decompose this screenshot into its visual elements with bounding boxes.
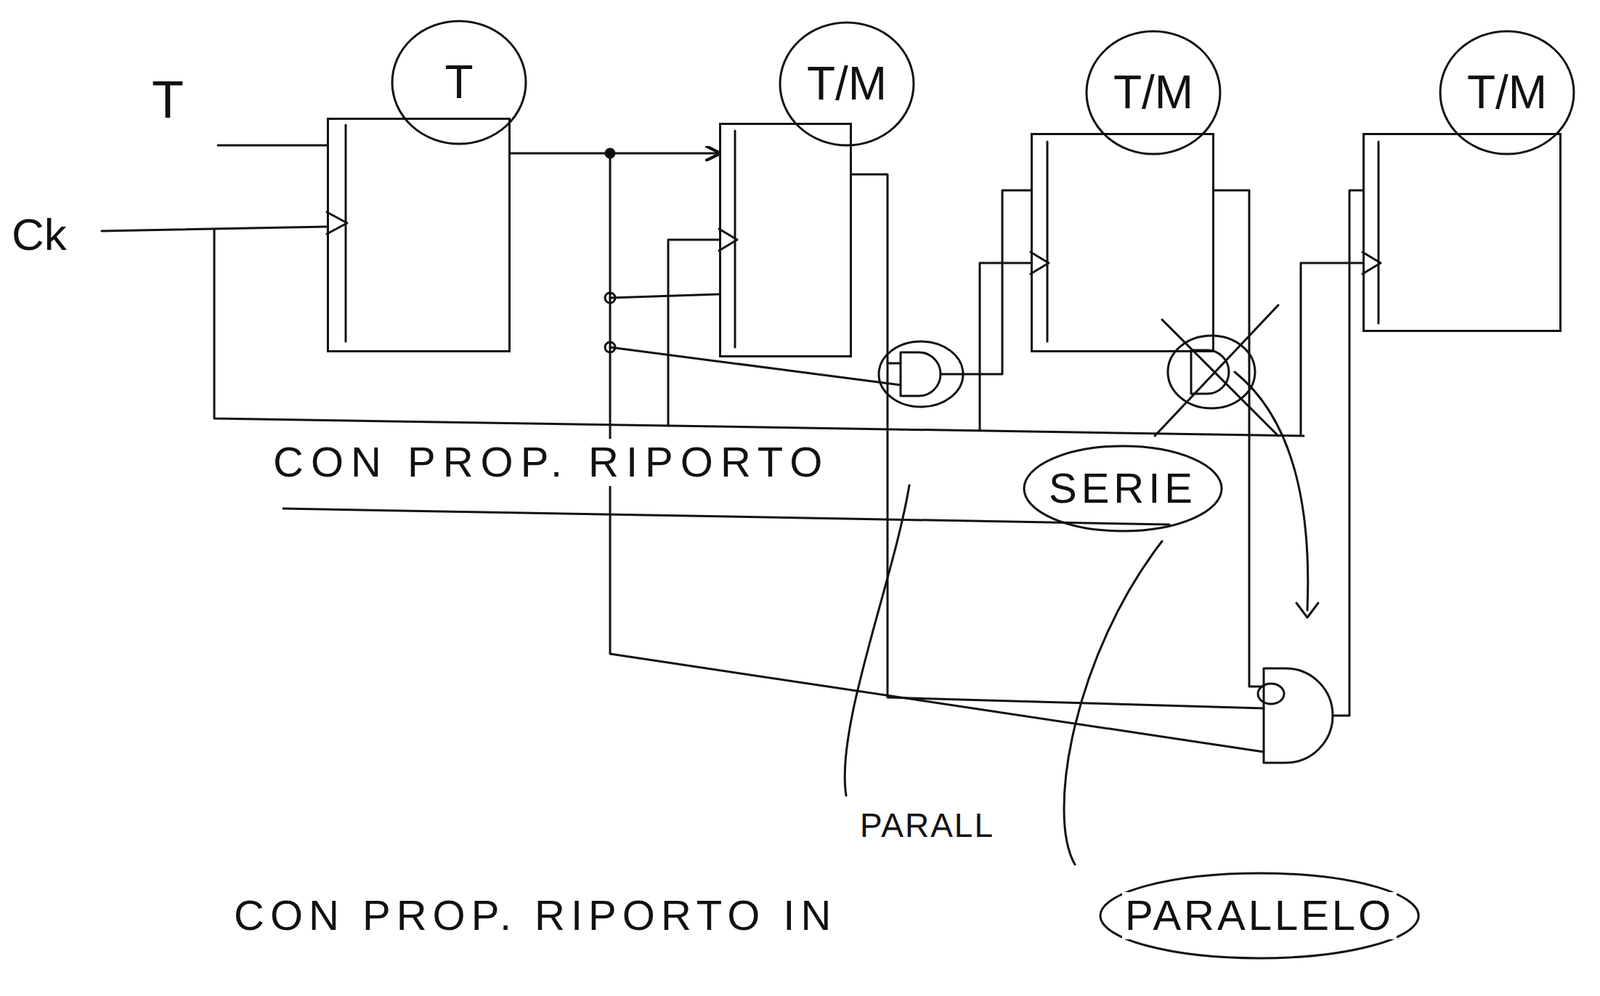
flip-flop-type: T/M	[1113, 68, 1194, 116]
and-gate	[900, 352, 941, 396]
flip-flop-type: T	[444, 58, 473, 106]
and-gate	[1191, 350, 1229, 394]
heading-circle	[392, 21, 526, 144]
handwritten-note: T	[148, 71, 187, 130]
arrow-head	[1296, 602, 1319, 618]
and-gate	[1263, 668, 1333, 763]
circled-heading: T/M	[777, 20, 916, 148]
wire	[217, 144, 327, 147]
flipflop-edge	[344, 124, 348, 342]
flipflop-edge	[734, 130, 737, 348]
wire	[1234, 371, 1309, 611]
handwritten-note: PARALL	[857, 806, 998, 844]
flip-flop: T	[326, 117, 511, 353]
handwritten-note: Ck	[8, 209, 70, 260]
handwritten-note: SERIE	[1045, 464, 1200, 513]
heading-circle	[1086, 31, 1221, 154]
flipflop-edge	[1046, 141, 1049, 342]
circled-heading: T	[390, 18, 529, 146]
wire	[887, 363, 1264, 709]
wire	[610, 294, 720, 298]
clock-bus	[214, 229, 1304, 436]
circle-mark	[1024, 445, 1222, 531]
gate-circle	[1257, 683, 1285, 704]
handwritten-note: CON PROP. RIPORTO	[270, 438, 833, 486]
wire	[1332, 190, 1363, 716]
wire	[851, 174, 901, 364]
flip-flop-type: T/M	[806, 60, 887, 107]
flip-flop-type: T/M	[1467, 68, 1547, 116]
clock-symbol	[1030, 252, 1049, 274]
circled-heading: T/M	[1438, 29, 1577, 157]
flip-flop: T/M	[719, 122, 852, 358]
flipflop-edge	[1377, 141, 1380, 324]
wire	[979, 262, 1031, 430]
wire	[610, 347, 901, 385]
wire	[1214, 190, 1264, 687]
gate-circle	[1167, 335, 1256, 409]
heading-circle	[780, 22, 914, 146]
circled-heading: T/M	[1084, 29, 1223, 157]
flip-flop: T/M	[1362, 132, 1562, 332]
signal-wire	[510, 152, 720, 155]
leader-line	[844, 485, 910, 796]
wire	[1300, 262, 1363, 435]
underline	[283, 508, 1170, 525]
handwritten-note: CON PROP. RIPORTO IN	[230, 891, 840, 940]
leader-line	[1064, 541, 1163, 865]
clock-symbol	[326, 212, 348, 234]
heading-circle	[1440, 31, 1574, 154]
flip-flop: T/M	[1030, 132, 1215, 353]
circle-mark	[1100, 872, 1419, 958]
cross-out	[1154, 305, 1279, 436]
wire	[940, 190, 1031, 375]
handwritten-note: PARALLELO	[1122, 891, 1397, 940]
wire	[668, 239, 720, 426]
